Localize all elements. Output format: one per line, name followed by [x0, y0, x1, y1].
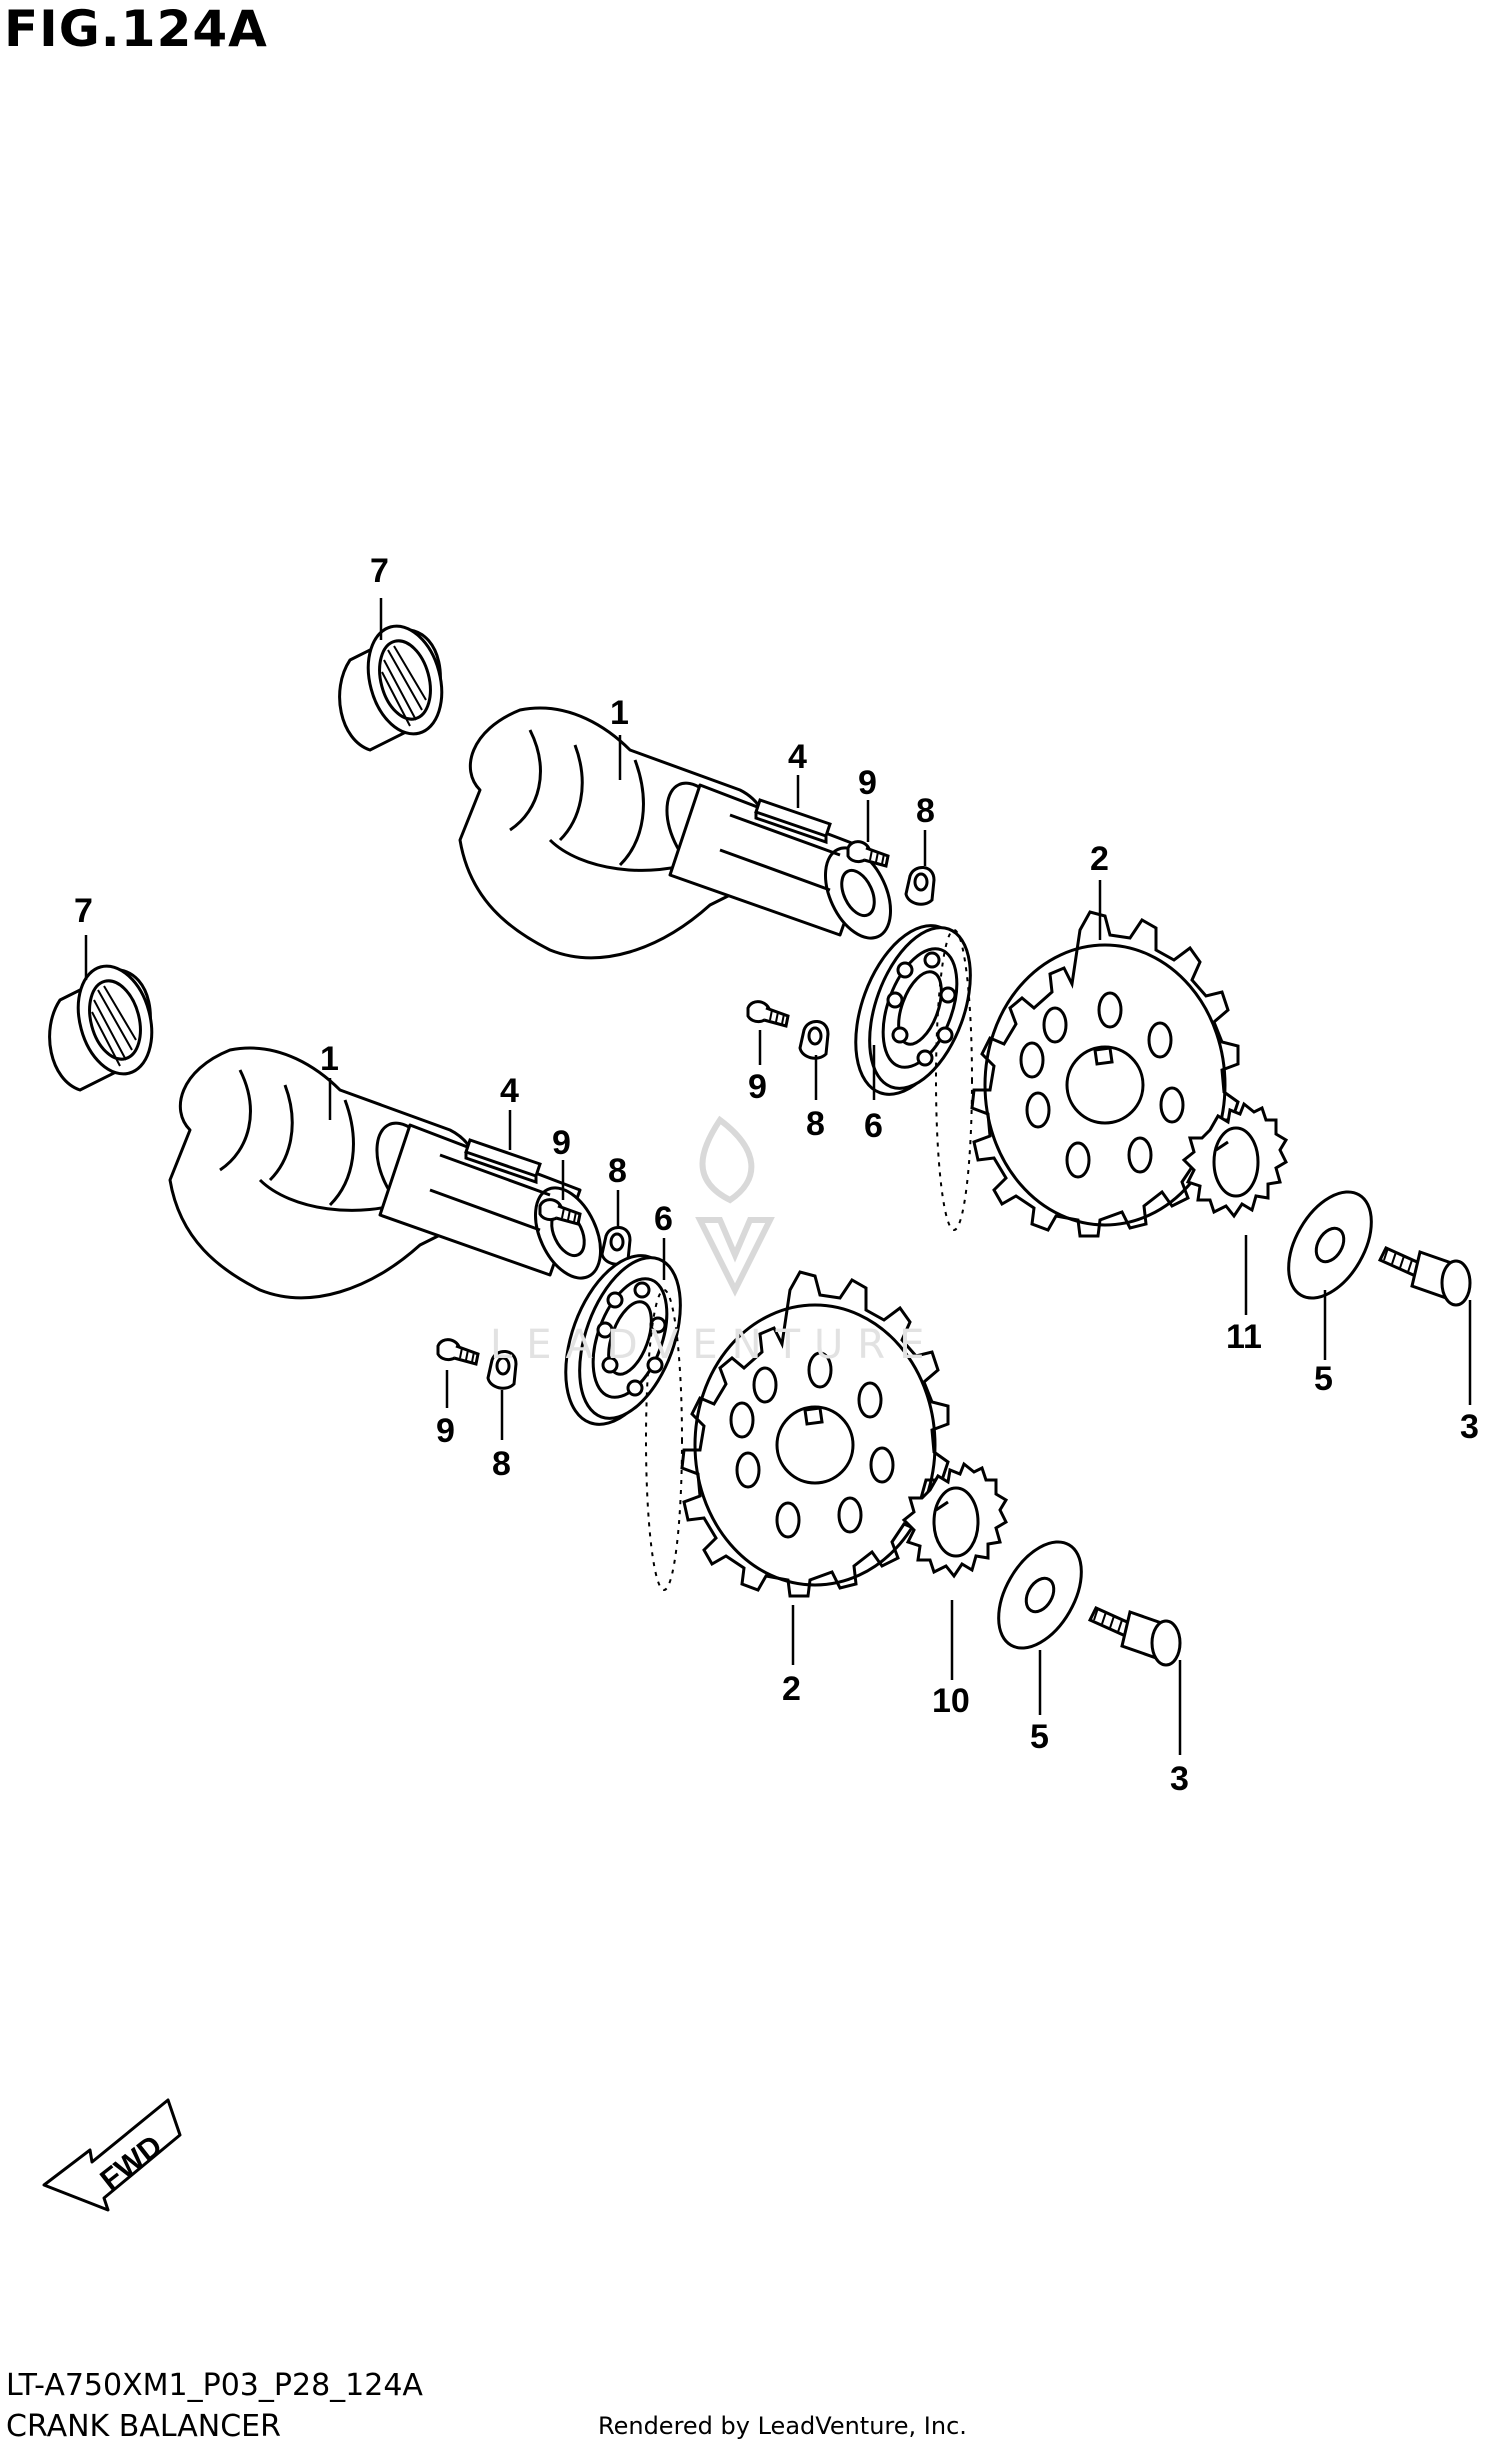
upper-balancer-shaft — [458, 706, 906, 960]
upper-ball-bearing — [833, 909, 992, 1111]
lower-balancer-shaft — [168, 1046, 616, 1300]
callout-lower-plate-a: 8 — [608, 1152, 627, 1190]
render-credit: Rendered by LeadVenture, Inc. — [598, 2412, 967, 2440]
callout-upper-bearing-7: 7 — [370, 552, 389, 590]
callout-lower-bearing-7: 7 — [74, 892, 93, 930]
callout-lower-key: 4 — [500, 1072, 519, 1110]
callout-lower-drive-gear: 10 — [932, 1682, 970, 1720]
upper-plate-b — [798, 1019, 830, 1060]
callout-upper-screw-a: 9 — [858, 764, 877, 802]
callout-upper-gear: 2 — [1090, 840, 1109, 878]
callout-upper-screw-b: 9 — [748, 1068, 767, 1106]
callout-lower-bolt: 3 — [1170, 1760, 1189, 1798]
upper-screw-b — [746, 1000, 790, 1028]
figure-name: CRANK BALANCER — [6, 2409, 281, 2444]
upper-balancer-gear — [934, 910, 1240, 1238]
callout-upper-washer: 5 — [1314, 1360, 1333, 1398]
upper-bolt — [1378, 1246, 1472, 1307]
lower-bearing-7 — [48, 956, 165, 1092]
upper-plate-a — [904, 865, 936, 906]
callout-lower-gear: 2 — [782, 1670, 801, 1708]
callout-upper-shaft: 1 — [610, 694, 629, 732]
leader-lines — [84, 598, 1472, 1755]
figure-title: FIG.124A — [4, 0, 268, 58]
leadventure-watermark — [695, 1115, 775, 1297]
callout-lower-screw-a: 9 — [552, 1124, 571, 1162]
callout-lower-screw-b: 9 — [436, 1412, 455, 1450]
upper-bearing-7 — [338, 616, 455, 752]
lower-washer — [980, 1526, 1100, 1664]
figure-code: LT-A750XM1_P03_P28_124A — [6, 2368, 423, 2403]
upper-washer — [1270, 1176, 1390, 1314]
callout-lower-shaft: 1 — [320, 1040, 339, 1078]
callout-upper-plate-b: 8 — [806, 1105, 825, 1143]
forward-direction-arrow: FWD — [42, 2098, 182, 2212]
callout-lower-bearing-6: 6 — [654, 1200, 673, 1238]
lower-balancer-gear — [644, 1270, 950, 1598]
lower-screw-b — [436, 1338, 480, 1366]
callout-upper-bolt: 3 — [1460, 1408, 1479, 1446]
callout-upper-key: 4 — [788, 738, 807, 776]
callout-lower-plate-b: 8 — [492, 1445, 511, 1483]
callout-upper-bearing-6: 6 — [864, 1107, 883, 1145]
lower-bolt — [1088, 1606, 1182, 1667]
callout-upper-plate-a: 8 — [916, 792, 935, 830]
watermark-text: LEADVENTURE — [490, 1322, 938, 1368]
callout-lower-washer: 5 — [1030, 1718, 1049, 1756]
upper-screw-a — [846, 840, 890, 868]
callout-upper-drive-gear: 11 — [1226, 1318, 1262, 1356]
